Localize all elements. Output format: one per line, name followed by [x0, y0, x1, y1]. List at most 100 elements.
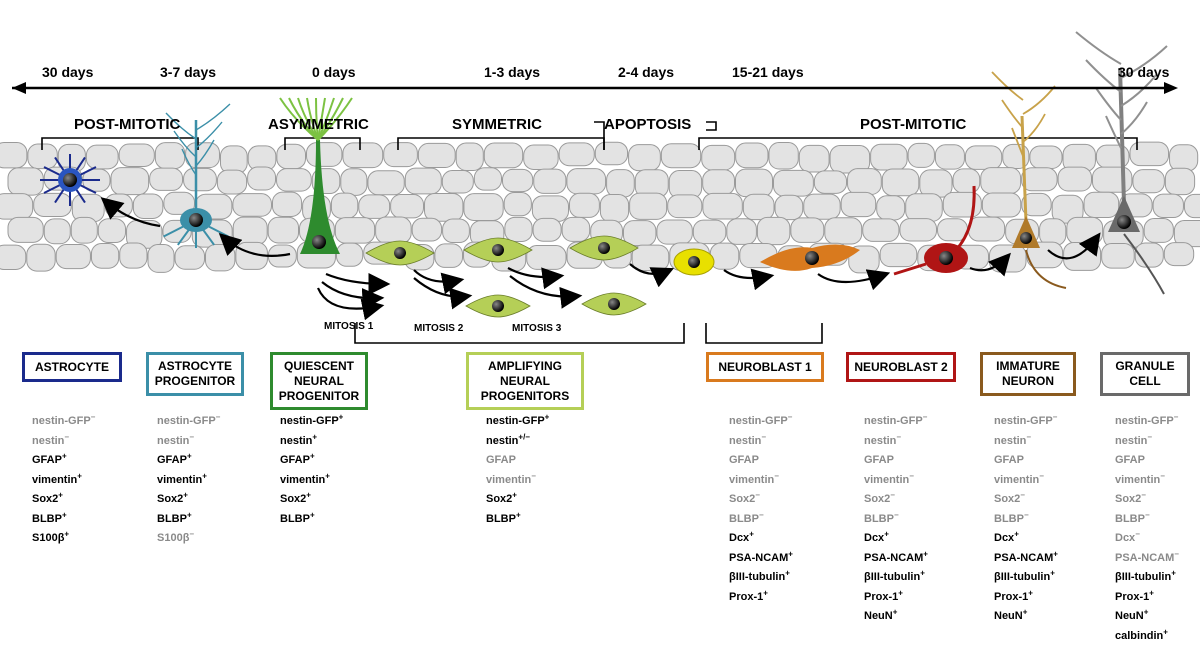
cell-box-granule-cell: GRANULE CELL [1100, 352, 1190, 396]
marker-item: PSA-NCAM− [1115, 548, 1179, 564]
tissue-cell [216, 169, 248, 195]
marker-item: Prox-1+ [864, 587, 903, 603]
tissue-cell [97, 218, 127, 244]
tissue-cell [183, 167, 217, 192]
tissue-cell [501, 168, 534, 193]
marker-item: Dcx+ [729, 529, 754, 544]
tissue-cell [163, 191, 195, 215]
tissue-cell [523, 144, 559, 170]
cell-nucleus [688, 256, 700, 268]
marker-item: GFAP+ [280, 451, 315, 466]
immature-neuron-branch [1011, 127, 1024, 157]
tissue-cell [934, 144, 965, 170]
marker-list-astrocyte-progenitor: nestin-GFP−nestin−GFAP+vimentin+Sox2+BLB… [157, 412, 220, 549]
tissue-cell [667, 194, 703, 219]
mitosis-label-1: MITOSIS 1 [324, 321, 374, 332]
tissue-cell [1163, 242, 1195, 267]
marker-item: GFAP [994, 454, 1024, 466]
marker-item: vimentin− [864, 470, 914, 486]
arrow-mitosis-1b [325, 272, 391, 295]
amplifying-bracket [354, 323, 685, 344]
marker-item: BLBP− [994, 509, 1029, 525]
arrow-amplifying-2-3 [507, 267, 565, 290]
cell-box-immature-neuron: IMMATURE NEURON [980, 352, 1076, 396]
marker-item: Dcx+ [994, 529, 1019, 544]
quiescent-progenitor-cell [300, 140, 340, 254]
tissue-cell [526, 245, 567, 270]
tissue-cell [937, 218, 968, 242]
phase-apoptosis: APOPTOSIS [604, 116, 692, 133]
day-label-granule: 30 days [1118, 64, 1170, 80]
marker-item: nestin-GFP+ [486, 412, 550, 427]
granule-cell-branch [1120, 45, 1168, 79]
marker-item: Prox-1+ [729, 587, 768, 603]
cell-box-astrocyte-progenitor: ASTROCYTE PROGENITOR [146, 352, 244, 396]
tissue-cell [1063, 241, 1102, 271]
tissue-cell [7, 216, 44, 243]
day-label-astrocyte: 30 days [42, 64, 94, 80]
tissue-cell [0, 193, 34, 220]
marker-item: S100β− [157, 529, 195, 544]
cell-nucleus [598, 242, 610, 254]
tissue-cell [628, 144, 661, 172]
tissue-cell [881, 168, 920, 197]
tissue-cell [367, 170, 405, 196]
tissue-cell [907, 142, 935, 168]
immature-neuron-dendrite [1020, 115, 1028, 223]
marker-item: Sox2− [729, 490, 760, 505]
tissue-cell [232, 193, 272, 217]
tissue-cell [411, 217, 443, 242]
marker-item: Sox2− [1115, 490, 1146, 505]
cell-nucleus [805, 251, 819, 265]
tissue-cell [964, 145, 1003, 170]
quiescent-dendrite [317, 97, 353, 141]
tissue-cell [599, 193, 630, 223]
marker-item: BLBP+ [32, 509, 67, 525]
marker-item: nestin+ [280, 431, 318, 447]
tissue-cell [33, 192, 72, 217]
tissue-cell [967, 216, 1006, 242]
phase-bracket [698, 137, 1138, 150]
marker-item: nestin-GFP− [157, 412, 221, 427]
tissue-cell [70, 216, 98, 244]
marker-item: BLBP+ [280, 509, 315, 525]
marker-list-astrocyte: nestin-GFP−nestin−GFAP+vimentin+Sox2+BLB… [32, 412, 95, 549]
tissue-cell [26, 243, 56, 272]
tissue-cell [533, 168, 567, 194]
marker-item: S100β+ [32, 529, 70, 544]
tissue-cell [840, 191, 877, 218]
tissue-cell [899, 218, 938, 242]
cell-nucleus [492, 244, 504, 256]
tissue-cell [219, 145, 248, 175]
marker-item: PSA-NCAM+ [994, 548, 1058, 564]
tissue-cell [334, 217, 376, 244]
tissue-cell [473, 167, 502, 191]
marker-item: βIII-tubulin+ [864, 568, 925, 583]
tissue-cell [417, 142, 456, 169]
granule-cell-branch [1085, 59, 1122, 93]
cell-nucleus [63, 173, 77, 187]
marker-item: Sox2+ [32, 490, 63, 505]
tissue-cell [1173, 219, 1200, 248]
tissue-cell [185, 142, 220, 169]
marker-item: βIII-tubulin+ [729, 568, 790, 583]
cell-box-astrocyte: ASTROCYTE [22, 352, 122, 382]
tissue-cell [335, 242, 364, 267]
tissue-cell [798, 144, 830, 173]
neuroblast-2-dendrite [954, 185, 976, 252]
marker-item: vimentin+ [157, 470, 207, 486]
marker-item: vimentin− [729, 470, 779, 486]
tissue-cell [1143, 218, 1174, 243]
tissue-cell [631, 244, 670, 272]
tissue-cell [952, 168, 981, 194]
tissue-cell [330, 192, 359, 219]
cell-process [181, 148, 197, 176]
tissue-cell [132, 193, 164, 219]
tissue-cell [726, 218, 757, 245]
tissue-cell [981, 192, 1022, 218]
cell-process [165, 112, 197, 140]
immature-neuron-axon [1025, 249, 1067, 289]
tissue-cell [709, 242, 740, 270]
